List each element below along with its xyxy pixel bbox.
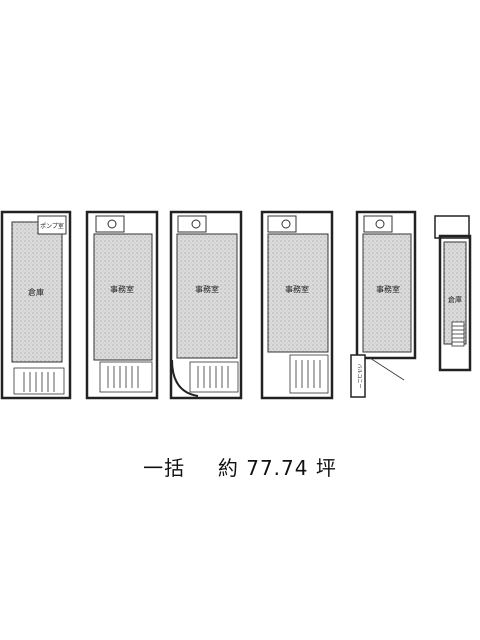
floor-plan-4: 事務室: [260, 210, 334, 400]
floor-plan-6: 倉庫: [434, 215, 472, 372]
stair: [189, 361, 239, 393]
approx-label: 約: [217, 456, 239, 480]
room-label: 事務室: [376, 284, 400, 294]
stair: [99, 361, 153, 393]
area-unit: 坪: [315, 456, 337, 480]
stair: [13, 367, 65, 395]
floor-plan-1: ポンプ室 倉庫: [0, 210, 72, 400]
floor-plan-2: 事務室: [85, 210, 159, 400]
room-label: 事務室: [285, 284, 309, 294]
pump-room-label: ポンプ室: [40, 222, 64, 230]
room-label: 倉庫: [28, 287, 44, 297]
room-label: 事務室: [195, 284, 219, 294]
floor-plan-5: バルコニー 事務室: [350, 210, 417, 398]
stair: [451, 321, 465, 347]
room-label: 事務室: [110, 284, 134, 294]
area-value: 77.74: [246, 456, 309, 480]
floor-plan-3: 事務室: [169, 210, 243, 400]
balcony-label: バルコニー: [356, 364, 362, 389]
room-label: 倉庫: [448, 295, 462, 304]
area-caption: 一括 約 77.74 坪: [0, 452, 480, 481]
stair: [289, 354, 329, 394]
bulk-label: 一括: [143, 456, 186, 480]
